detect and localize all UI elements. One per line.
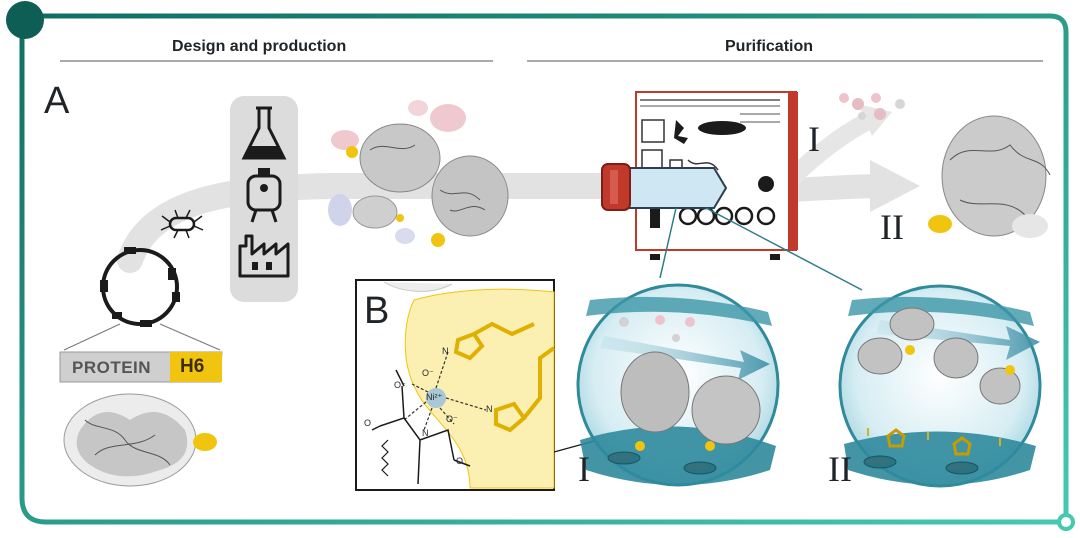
panel-b-box [355,279,556,491]
resin-bead-i [576,283,780,487]
protein-structures-middle [328,100,509,247]
resin-bead-ii [838,284,1042,488]
production-icons-panel [230,96,298,302]
purification-heading: Purification [725,38,814,55]
bacterium-icon [160,209,204,239]
bioreactor-icon [246,168,282,223]
atom-label-o2: O⁻ [394,380,406,390]
panel-b-label: B [364,290,390,332]
atom-label-o3: O⁻ [446,414,458,424]
design-production-heading: Design and production [172,38,347,55]
atom-label-n1: N [442,346,449,356]
chromatography-column [601,163,728,211]
purified-protein-output [839,93,1051,238]
outer-frame [6,1,1075,531]
resin-label-i-b: Ni-NTA [688,465,708,471]
fraction-label-ii-top: II [880,207,904,247]
frame-corner-dot-top-left [6,1,44,39]
protein-structures-left [63,393,217,487]
flask-icon [241,106,287,160]
plasmid-icon [63,247,221,351]
construct-bar [59,351,223,383]
bead-label-i: I [578,449,590,489]
fraction-label-i-top: I [808,119,820,159]
bead-label-ii: II [828,449,852,489]
panel-a-label: A [44,80,70,122]
zoom-lines [659,207,863,291]
nickel-ion-label: Ni²⁺ [426,392,443,402]
atom-label-n2: N [486,404,493,414]
resin-label-i-a: Ni-NTA [612,455,632,461]
protein-segment-label: PROTEIN [72,358,152,377]
his-tag-label: H6 [180,356,205,377]
atom-label-o5: O [456,456,464,466]
factory-icon [238,234,290,278]
resin-label-ii-a: Ni-NTA [868,459,888,465]
atom-label-o1: O⁻ [422,368,434,378]
resin-label-ii-b: Ni-NTA [950,465,970,471]
atom-label-o4: O [364,418,372,428]
atom-label-n3: N [422,428,429,438]
